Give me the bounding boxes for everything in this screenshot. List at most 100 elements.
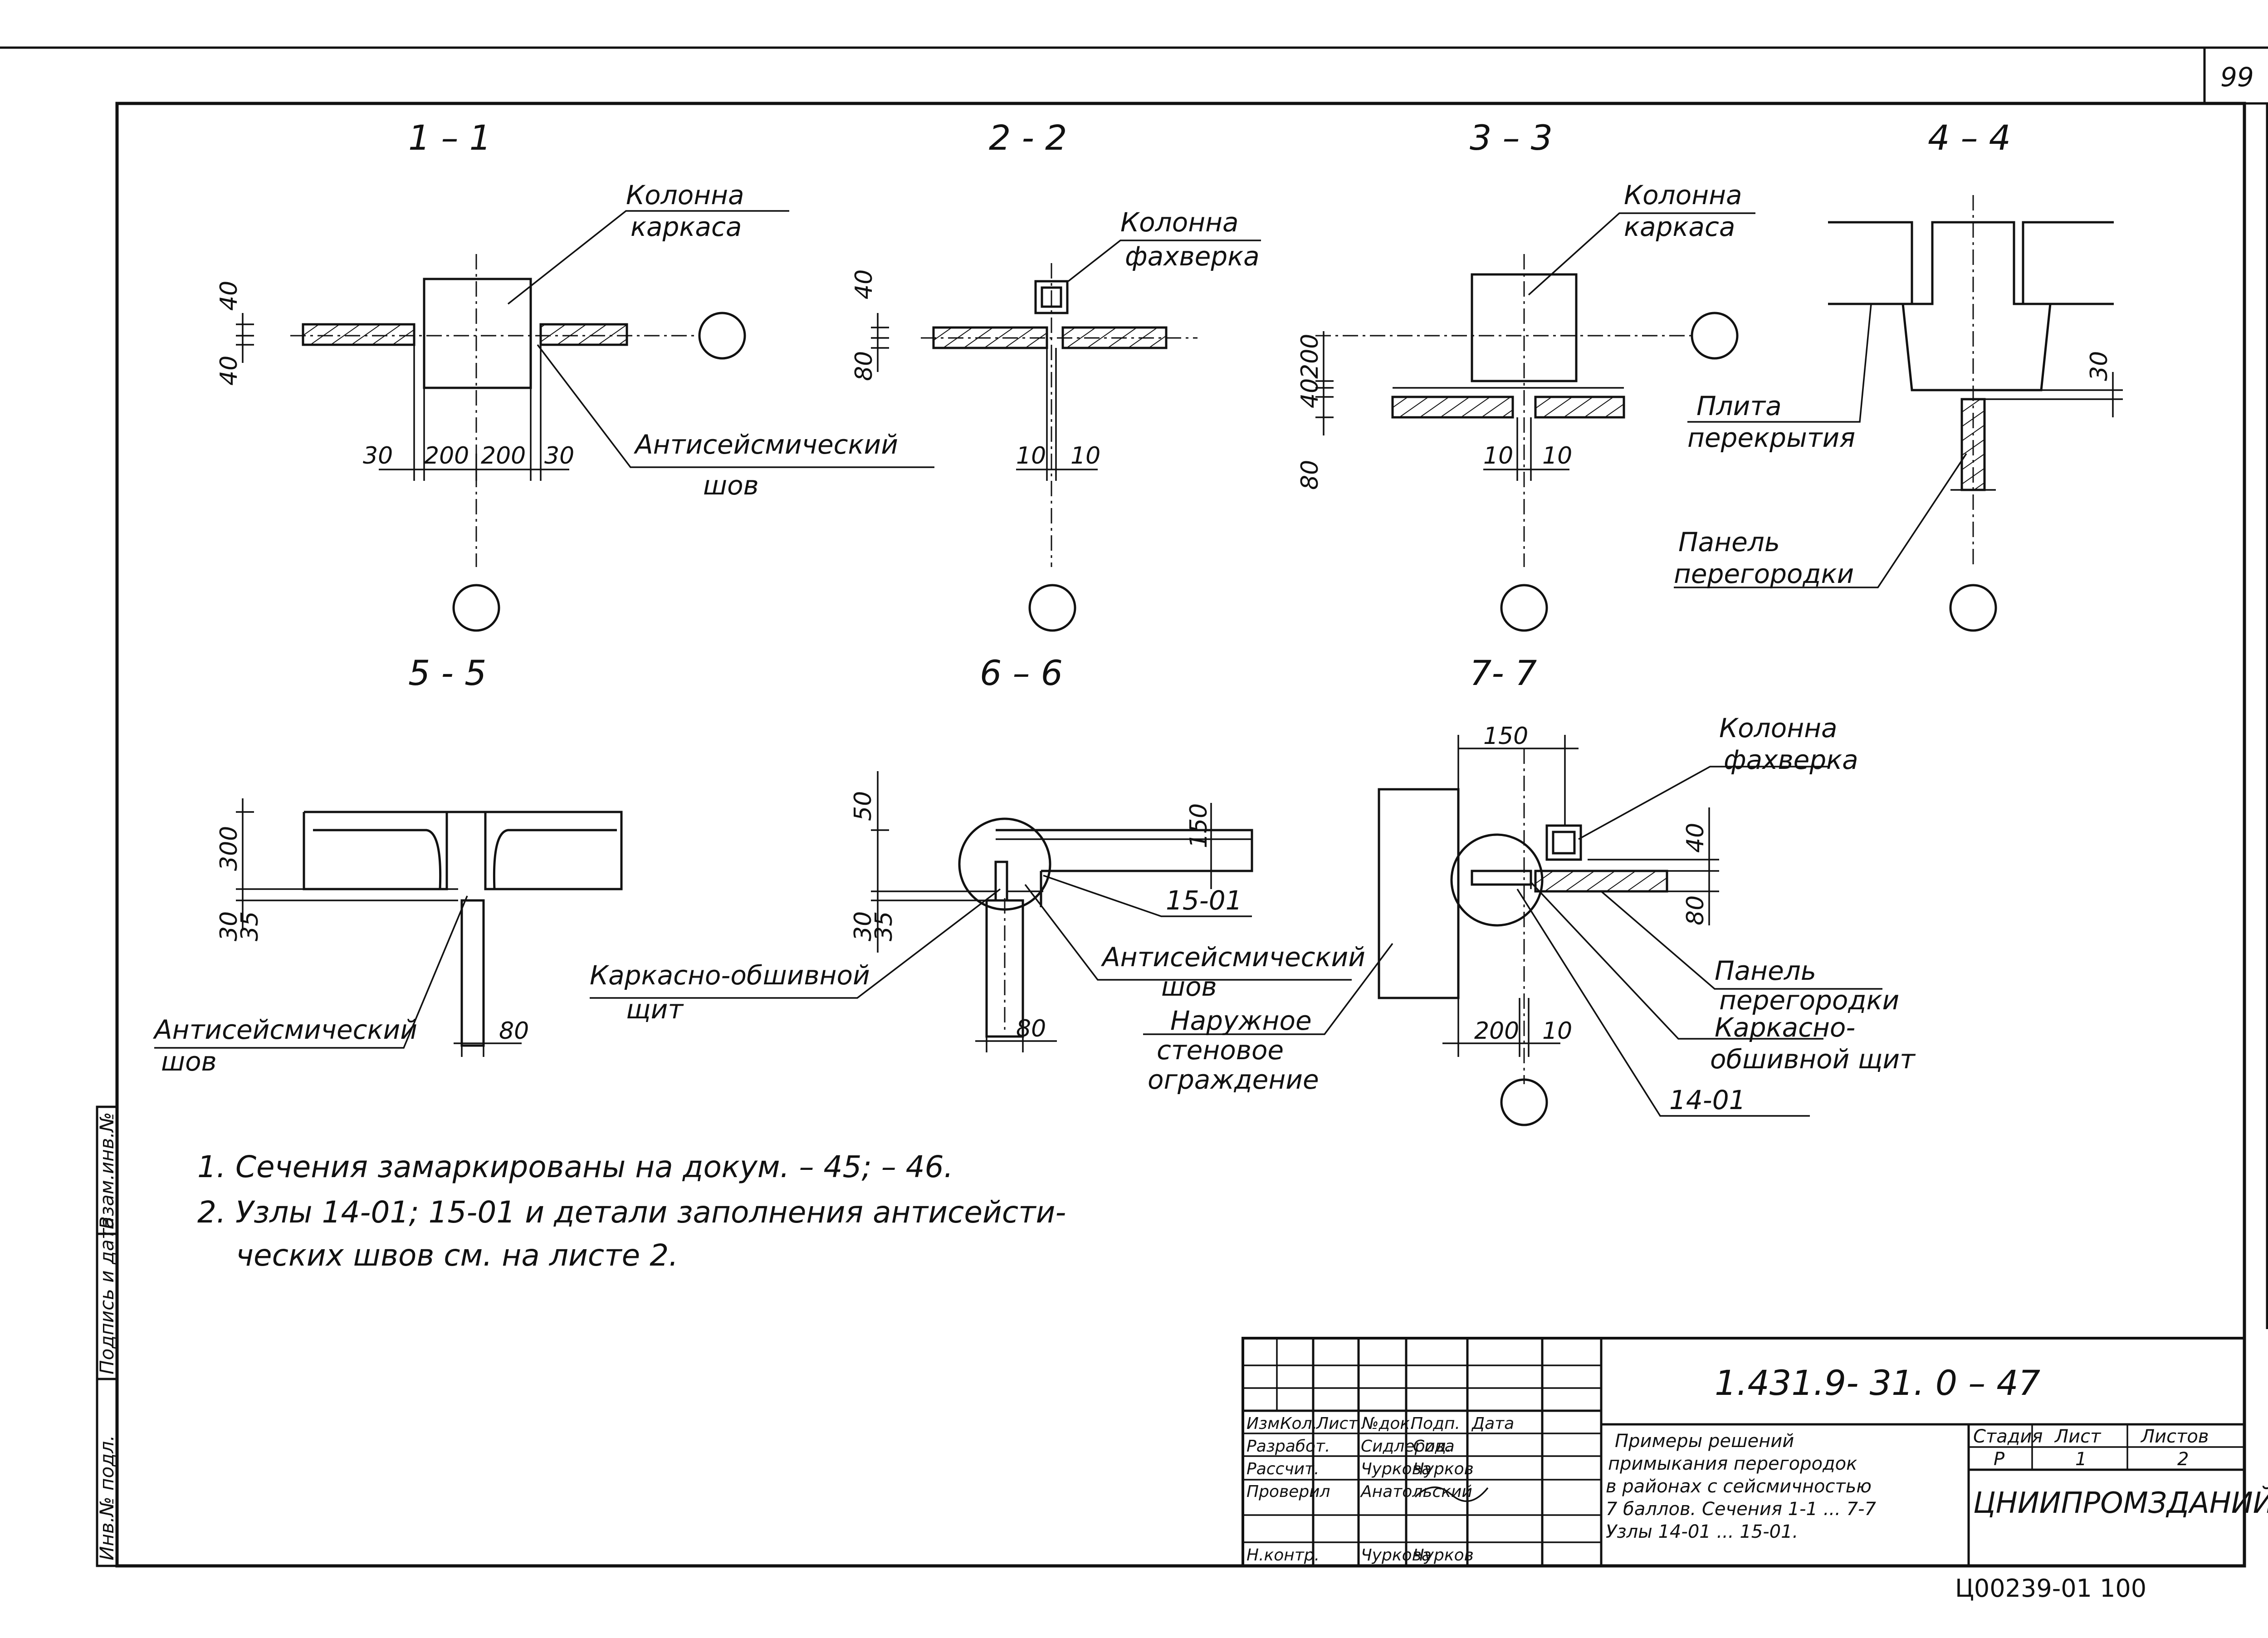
tb-role: Разработ.: [1246, 1437, 1330, 1456]
dim-label: 10: [1542, 1017, 1572, 1045]
notes: 1. Сечения замаркированы на докум. – 45;…: [197, 1149, 1066, 1273]
tb-name: Чуркова: [1361, 1546, 1432, 1565]
partition-panel-right: [539, 323, 628, 346]
tb-header: Кол.: [1280, 1414, 1317, 1433]
dim-label: 80: [1296, 460, 1324, 490]
tb-stage-value: Р: [1994, 1449, 2005, 1470]
section-5-5: 5 - 5 300 30 35 80 Антисейсмический шов: [152, 653, 623, 1077]
beam-crossbar: [1901, 221, 2052, 391]
section-title: 3 – 3: [1470, 117, 1553, 158]
page-number: 99: [2220, 62, 2254, 93]
section-title: 2 - 2: [989, 117, 1067, 158]
frame-column: [423, 278, 532, 389]
dim-label: 40: [215, 281, 243, 311]
doc-code: 1.431.9- 31. 0 – 47: [1715, 1363, 2040, 1403]
dim-label: 30: [215, 911, 243, 941]
label-node: 14-01: [1669, 1085, 1746, 1115]
label-col-line2: фахверка: [1724, 744, 1858, 775]
axis-marker: [1500, 1078, 1548, 1126]
section-title: 7- 7: [1470, 653, 1537, 693]
detail-circle: [1450, 833, 1544, 927]
label-seam-line1: Антисейсмический: [633, 429, 898, 460]
label-line2: каркаса: [1624, 211, 1735, 242]
tb-role: Рассчит.: [1246, 1460, 1319, 1478]
tb-sign: Сид.: [1413, 1437, 1452, 1456]
dim-label: 30: [2086, 351, 2113, 381]
dim-label: 50: [850, 791, 877, 821]
label-slab-line1: Плита: [1696, 391, 1782, 421]
label-seam-line2: шов: [703, 470, 759, 501]
label-panel-line2: перегородки: [1719, 985, 1899, 1016]
label-wall-line1: Наружное: [1170, 1005, 1312, 1036]
dim-label: 150: [1185, 803, 1212, 848]
stamp-signature-date: Подпись и дата: [96, 1217, 118, 1374]
partition-panel: [1534, 870, 1668, 893]
axis-marker: [1028, 584, 1076, 632]
stamp-replacement-no: Взам.инв.№: [96, 1112, 118, 1229]
tb-role: Н.контр.: [1246, 1546, 1320, 1565]
tb-stage-label: Стадия: [1973, 1426, 2043, 1447]
tb-header: Дата: [1471, 1414, 1514, 1433]
section-title: 4 – 4: [1928, 117, 2011, 158]
partition-panel-right: [1534, 396, 1625, 419]
label-frame-line2: щит: [626, 994, 684, 1025]
exterior-wall: [1378, 788, 1460, 999]
dim-label: 40: [215, 356, 243, 386]
label-frame-line1: Каркасно-: [1715, 1012, 1855, 1043]
detail-circle: [958, 817, 1051, 911]
serial-number: Ц00239-01 100: [1955, 1574, 2146, 1603]
stamp-inventory-no: Инв.№ подл.: [96, 1435, 118, 1560]
dim-label: 40: [1296, 378, 1324, 408]
label-col-line1: Колонна: [1719, 713, 1838, 743]
frame-shield: [1471, 870, 1532, 886]
dim-label: 30: [363, 442, 393, 469]
label-wall-line3: ограждение: [1148, 1064, 1319, 1095]
section-1-1: 1 – 1 40 40 30 200 200 30 Колонна каркас…: [215, 117, 934, 632]
roof-slab-right: [484, 811, 623, 890]
label-column-line1: Колонна: [626, 180, 744, 210]
section-7-7: 7- 7 150 40 80 200 10 Колонна фахверка П…: [1378, 653, 1916, 1126]
side-stamp: Инв.№ подл. Подпись и дата Взам.инв.№: [96, 1105, 118, 1567]
label-node: 15-01: [1166, 885, 1242, 916]
dim-label: 35: [870, 911, 898, 941]
tb-name: Чуркова: [1361, 1460, 1432, 1478]
section-3-3: 3 – 3 200 40 80 10 10 Колонна каркаса: [1296, 117, 1755, 632]
tb-header: Изм.: [1246, 1414, 1285, 1433]
note-line-2: 2. Узлы 14-01; 15-01 и детали заполнения…: [197, 1195, 1066, 1230]
doc-description-line: Примеры решений: [1615, 1431, 1794, 1452]
section-2-2: 2 - 2 40 80 10 10 Колонна фахверка: [850, 117, 1261, 632]
tb-sheet-value: 1: [2075, 1449, 2087, 1470]
dim-label: 10: [1542, 442, 1572, 469]
floor-slab-right: [2022, 221, 2114, 305]
tb-header: Подп.: [1411, 1414, 1460, 1433]
label-wall-line2: стеновое: [1157, 1035, 1284, 1066]
dim-label: 30: [850, 911, 877, 941]
section-4-4: 4 – 4 30 Плита перекрытия Панель перегор…: [1674, 117, 2123, 632]
roof-slab: [996, 829, 1253, 907]
partition-panel-left: [302, 323, 415, 346]
axis-marker: [1691, 312, 1739, 360]
tb-sheets-value: 2: [2177, 1449, 2189, 1470]
tb-sign: Чурков: [1413, 1460, 1474, 1478]
roof-slab-left: [303, 811, 448, 890]
label-column-line2: каркаса: [631, 211, 742, 242]
section-title: 1 – 1: [408, 117, 491, 158]
dim-label: 10: [1016, 442, 1046, 469]
label-line1: Колонна: [1120, 207, 1239, 238]
doc-description-line: в районах с сейсмичностью: [1606, 1476, 1872, 1497]
label-seam-line2: шов: [1161, 971, 1217, 1002]
label-line2: фахверка: [1125, 241, 1260, 272]
half-timber-column: [1545, 824, 1582, 861]
section-title: 5 - 5: [408, 653, 486, 693]
dim-label: 80: [499, 1017, 529, 1045]
label-seam-line1: Антисейсмический: [152, 1014, 417, 1045]
dim-label: 150: [1483, 723, 1528, 750]
label-frame-line1: Каркасно-обшивной: [590, 960, 870, 991]
dim-label: 40: [850, 269, 878, 299]
axis-marker: [1500, 584, 1548, 632]
tb-sheets-label: Листов: [2140, 1426, 2209, 1447]
axis-marker: [1949, 584, 1997, 632]
tb-header: №док.: [1361, 1414, 1415, 1433]
organization-name: ЦНИИПРОМЗДАНИЙ: [1973, 1486, 2268, 1520]
